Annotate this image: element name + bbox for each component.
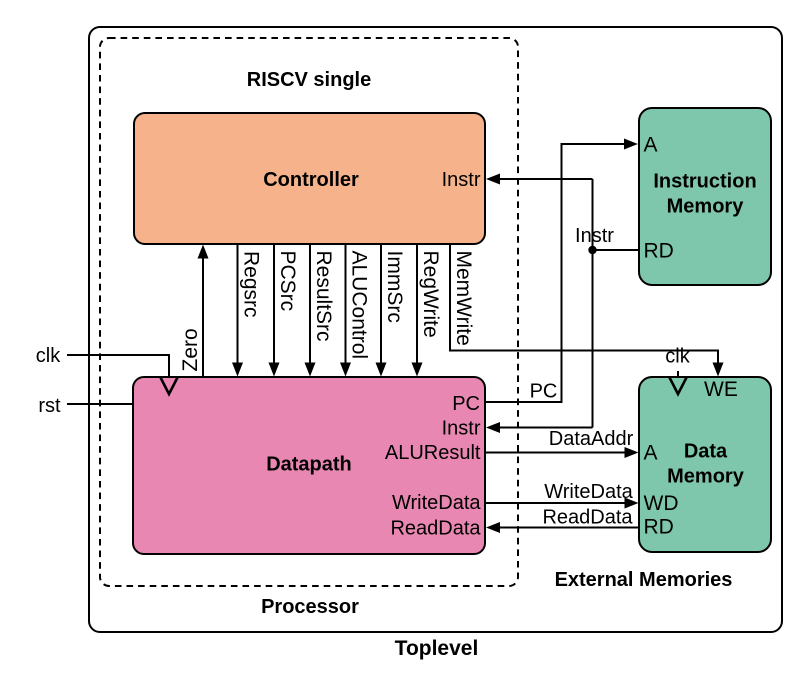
svg-text:clk: clk [665,346,690,368]
svg-text:PC: PC [452,393,480,415]
svg-text:A: A [644,442,658,465]
svg-text:RISCV single: RISCV single [247,69,371,91]
svg-text:Memory: Memory [667,196,745,218]
svg-text:Instr: Instr [442,169,481,191]
svg-text:A: A [644,134,658,157]
svg-text:Data: Data [684,441,728,463]
svg-text:PCSrc: PCSrc [276,251,299,312]
svg-text:clk: clk [36,345,61,367]
svg-text:MemWrite: MemWrite [452,251,475,346]
svg-text:WE: WE [704,378,738,401]
svg-text:Instr: Instr [442,418,481,440]
svg-text:Instruction: Instruction [653,171,756,193]
svg-text:ALUResult: ALUResult [385,442,481,464]
svg-text:RD: RD [644,240,674,263]
svg-text:WriteData: WriteData [544,481,633,503]
svg-text:WriteData: WriteData [392,492,481,514]
svg-text:Zero: Zero [179,328,202,371]
svg-text:External Memories: External Memories [555,569,733,591]
svg-text:WD: WD [644,492,679,515]
svg-text:Instr: Instr [575,225,614,247]
svg-text:ResultSrc: ResultSrc [312,251,335,342]
svg-text:Toplevel: Toplevel [395,637,479,660]
svg-text:RD: RD [644,516,674,539]
svg-text:ReadData: ReadData [542,507,633,529]
svg-text:ReadData: ReadData [390,518,481,540]
svg-text:Controller: Controller [263,169,359,191]
svg-text:Processor: Processor [261,596,359,618]
svg-text:RegWrite: RegWrite [419,251,442,338]
svg-text:ImmSrc: ImmSrc [383,251,406,323]
svg-text:DataAddr: DataAddr [549,428,634,450]
svg-text:ALUControl: ALUControl [348,251,371,360]
svg-text:Datapath: Datapath [266,454,352,476]
svg-text:rst: rst [38,395,61,417]
svg-text:Regsrc: Regsrc [240,251,263,318]
svg-text:Memory: Memory [667,466,745,488]
svg-text:PC: PC [530,381,558,403]
